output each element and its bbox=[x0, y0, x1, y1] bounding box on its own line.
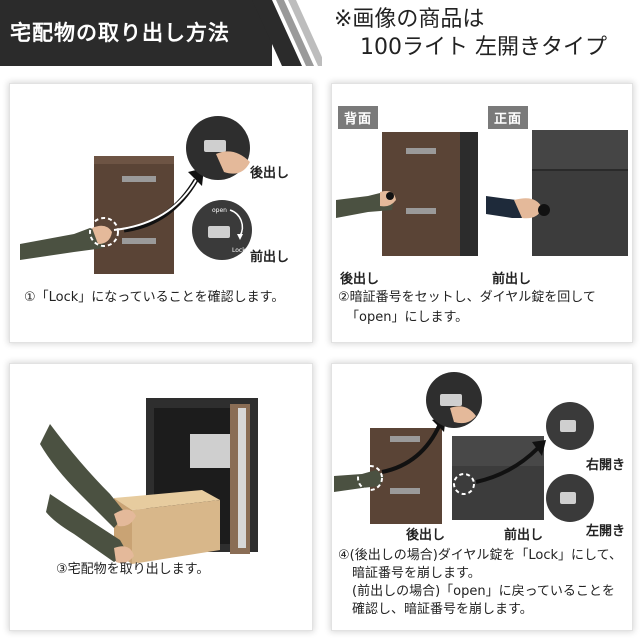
step4-illustration bbox=[334, 372, 594, 524]
step2-caption-line2: 「open」にします。 bbox=[346, 310, 469, 325]
step3-panel: ③宅配物を取り出します。 bbox=[10, 364, 312, 630]
header-stripes-decoration bbox=[252, 0, 322, 66]
step1-label-rear: 後出し bbox=[250, 166, 290, 181]
step1-illustration: open Lock bbox=[20, 116, 252, 274]
tag-front: 正面 bbox=[488, 106, 529, 129]
step2-label-front: 前出し bbox=[492, 272, 532, 287]
step2-label-rear: 後出し bbox=[340, 272, 380, 287]
step4-label-right-open: 右開き bbox=[586, 458, 626, 473]
dial-lock-text: Lock bbox=[232, 247, 246, 254]
step4-panel: 右開き 左開き 後出し 前出し ④(後出しの場合)ダイヤル錠を「Lock」にして… bbox=[332, 364, 632, 630]
step4-caption-line2: 暗証番号を崩します。 bbox=[352, 566, 481, 581]
step2-panel: 背面 正面 後出し 前出し ②暗証番号をセットし、ダイヤル錠を回して 「open… bbox=[332, 84, 632, 342]
step4-label-left-open: 左開き bbox=[586, 524, 626, 539]
note-line-2: 100ライト 左開きタイプ bbox=[360, 35, 607, 60]
step4-label-rear: 後出し bbox=[406, 528, 446, 543]
step2-illustration bbox=[336, 130, 628, 256]
step2-caption-line1: ②暗証番号をセットし、ダイヤル錠を回して bbox=[338, 290, 596, 305]
product-note: ※画像の商品は 100ライト 左開きタイプ bbox=[334, 6, 634, 62]
step4-caption-line3: (前出しの場合)「open」に戻っていることを bbox=[352, 584, 615, 599]
step4-caption-line1: ④(後出しの場合)ダイヤル錠を「Lock」にして、 bbox=[338, 548, 623, 563]
step4-label-front: 前出し bbox=[504, 528, 544, 543]
step1-label-front: 前出し bbox=[250, 250, 290, 265]
step1-caption: ①「Lock」になっていることを確認します。 bbox=[24, 290, 285, 305]
note-line-1: ※画像の商品は bbox=[334, 7, 485, 32]
step1-panel: open Lock 後出し 前出し ①「Lock」になっていることを確認します。 bbox=[10, 84, 312, 342]
page-title: 宅配物の取り出し方法 bbox=[0, 0, 272, 66]
step3-illustration bbox=[40, 398, 258, 564]
tag-back: 背面 bbox=[338, 106, 379, 129]
dial-open-text: open bbox=[212, 207, 227, 214]
step4-caption-line4: 確認し、暗証番号を崩します。 bbox=[352, 602, 533, 617]
step3-caption: ③宅配物を取り出します。 bbox=[56, 562, 210, 577]
